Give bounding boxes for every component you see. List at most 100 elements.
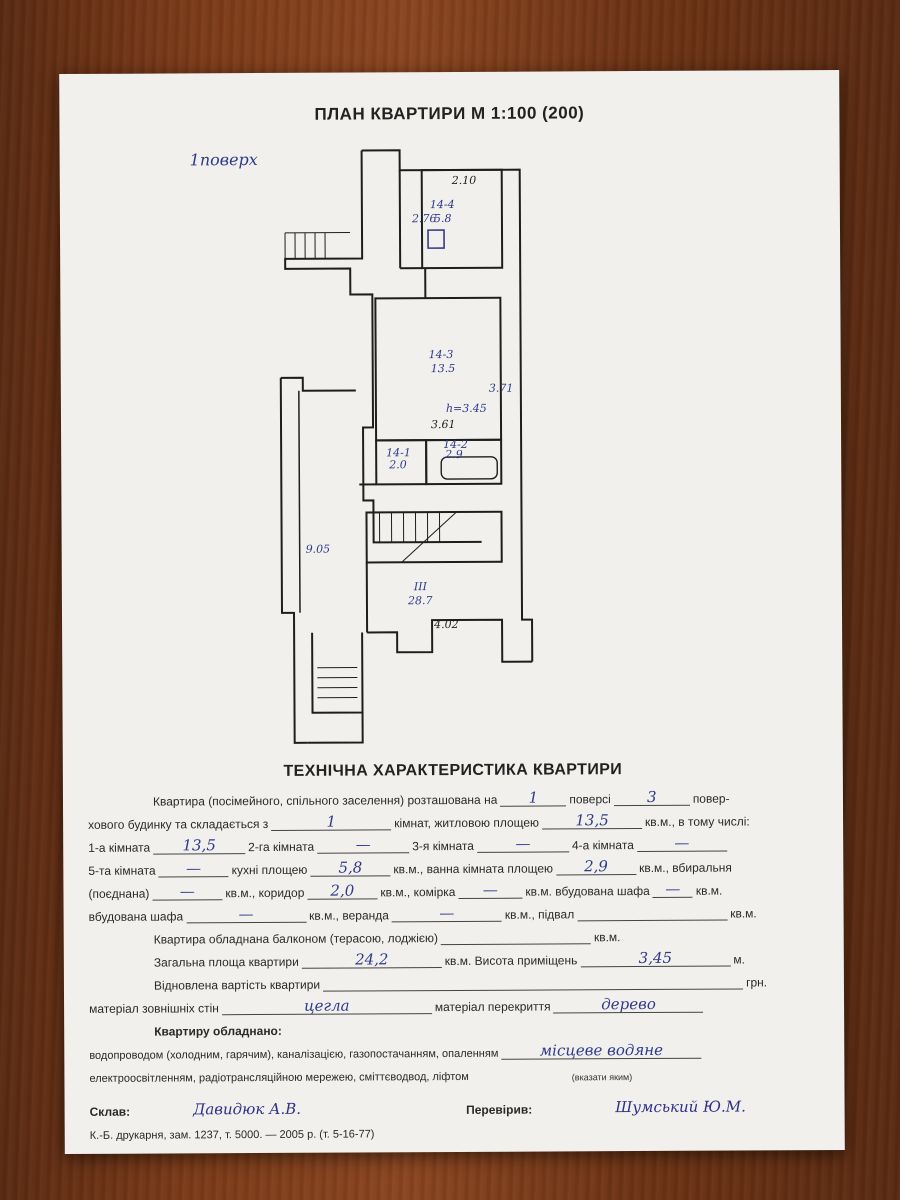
value-floors: 3 [613, 788, 690, 807]
value-room-3: — [476, 835, 569, 853]
signature-checked: Шумський Ю.М. [615, 1097, 746, 1117]
stair-diagonal [401, 511, 457, 563]
value-room-4: — [636, 834, 727, 853]
label-balcony-unit: кв.м. [593, 930, 621, 945]
form-row-cost: Відновлена вартість квартири грн. [86, 966, 822, 993]
bath-number: 14-2 [443, 438, 468, 451]
value-wall-material: цегла [221, 997, 432, 1016]
plan-room-bath-wall [425, 438, 503, 486]
form-row-total: Загальна площа квартири 24,2 кв.м. Висот… [86, 943, 822, 970]
label-room-2: 2-га кімната [248, 839, 315, 855]
value-veranda: — [391, 904, 502, 923]
wc-dim-top: 2.10 [451, 174, 477, 187]
form-row-room-areas: 1-а кімната 13,5 2-га кімната — 3-я кімн… [85, 828, 821, 855]
hall-area: 2.0 [388, 458, 407, 471]
label-compiled: Склав: [89, 1104, 131, 1119]
plan-lower-stair-bottom [307, 712, 364, 744]
label-storey: повер- [692, 791, 730, 806]
value-storage: — [458, 881, 523, 899]
form-row-corridor: (поєднана) — кв.м., коридор 2,0 кв.м., к… [85, 874, 821, 901]
floor-plan-drawing: 1поверх 2.10 2.76 14-4 5.8 14-3 13.5 3.7… [190, 149, 534, 744]
label-room-5: 5-та кімната [88, 863, 156, 878]
label-height-unit: м. [733, 952, 745, 967]
label-combined: (поєднана) [88, 886, 150, 901]
plan-stair-south-wall [367, 618, 533, 663]
room-number: 14-3 [429, 348, 454, 361]
value-room-2: — [317, 835, 410, 854]
value-living-area: 13,5 [541, 811, 643, 830]
label-checked: Перевірив: [466, 1102, 533, 1117]
value-corridor: 2,0 [307, 882, 378, 900]
label-total-area: Загальна площа квартири [153, 954, 299, 970]
stair-dim-bottom: 4.02 [433, 618, 459, 631]
label-wc: кв.м., вбиральня [639, 860, 732, 876]
stair-number: III [413, 580, 428, 593]
plan-wall-wc-west [398, 170, 402, 269]
tech-title: ТЕХНІЧНА ХАРАКТЕРИСТИКА КВАРТИРИ [283, 761, 623, 780]
note-specify: (вказати яким) [571, 1072, 633, 1083]
value-room-1: 13,5 [153, 836, 246, 855]
bath-area: 2.9 [444, 448, 463, 461]
toilet-symbol [427, 229, 445, 249]
room-dim-bottom: 3.61 [431, 418, 456, 431]
printer-imprint: К.-Б. друкарня, зам. 1237, т. 5000. — 20… [89, 1128, 375, 1142]
value-height: 3,45 [580, 949, 731, 968]
hall-number: 14-1 [386, 446, 411, 459]
room-height: h=3.45 [446, 402, 487, 415]
bathtub-symbol [440, 456, 498, 480]
label-cost: Відновлена вартість квартири [153, 977, 321, 993]
label-height: кв.м. Висота приміщень [444, 953, 578, 969]
value-room-5: — [158, 859, 229, 878]
value-closet: — [652, 880, 693, 898]
wc-number: 14-4 [430, 198, 455, 211]
form-row-signatures: Склав: Давидюк А.В. Перевірив: Шумський … [86, 1081, 822, 1119]
value-cost [323, 973, 744, 992]
plan-stair-flight-wall [365, 510, 503, 564]
room-area: 13.5 [431, 362, 456, 375]
label-kitchen: кухні площею [231, 862, 308, 878]
label-floor: поверсі [569, 792, 611, 807]
label-bathroom: кв.м., ванна кімната площею [393, 861, 554, 877]
wc-dim-side: 2.76 [411, 212, 437, 225]
label-cost-unit: грн. [746, 975, 768, 990]
label-including: кв.м., в тому числі: [645, 814, 750, 829]
tech-form: Квартира (посімейного, спільного заселен… [85, 782, 823, 1142]
label-storage: кв.м., комірка [380, 884, 456, 900]
room-dim-side: 3.71 [489, 382, 514, 395]
form-row-kitchen-bath: 5-та кімната — кухні площею 5,8 кв.м., в… [85, 851, 821, 878]
label-building: хового будинку та складається з [88, 816, 269, 832]
label-veranda: кв.м., веранда [309, 908, 389, 923]
label-room-1: 1-а кімната [88, 840, 151, 855]
value-total-area: 24,2 [301, 950, 442, 969]
label-closet-unit: кв.м. [695, 883, 723, 898]
stair-dim-side: 9.05 [306, 543, 331, 556]
value-basement [577, 904, 728, 922]
value-heating: місцеве водяне [501, 1041, 702, 1060]
wc-area: 5.8 [434, 212, 452, 225]
label-wall-material: матеріал зовнішніх стін [89, 1001, 219, 1016]
label-ceiling-material: матеріал перекриття [434, 999, 551, 1015]
floor-note: 1поверх [190, 150, 258, 169]
value-room-count: 1 [271, 813, 392, 831]
form-row-veranda: вбудована шафа — кв.м., веранда — кв.м.,… [86, 897, 822, 924]
paper-sheet: ПЛАН КВАРТИРИ М 1:100 (200) [59, 69, 845, 1155]
plan-wall-inner-west [298, 390, 301, 613]
form-row-location: Квартира (посімейного, спільного заселен… [85, 782, 821, 809]
form-row-rooms: хового будинку та складається з 1 кімнат… [85, 805, 821, 832]
plan-lower-stair-wall [311, 632, 364, 714]
value-wc: — [152, 882, 223, 901]
value-ceiling-material: дерево [553, 995, 704, 1014]
label-electric: електроосвітленням, радіотрансляційною м… [89, 1070, 469, 1085]
plan-wall-east [361, 149, 534, 662]
label-room-3: 3-я кімната [412, 838, 474, 854]
label-basement-unit: кв.м. [730, 906, 757, 921]
stair-area: 28.7 [407, 594, 433, 607]
value-bathroom: 2,9 [556, 857, 637, 876]
label-basement: кв.м., підвал [504, 907, 575, 922]
plan-room-wc-wall [420, 168, 504, 270]
plan-wall-west-lower [279, 377, 308, 744]
label-living-area: кімнат, житловою площею [394, 815, 540, 831]
value-floor: 1 [500, 789, 567, 807]
signature-compiled: Давидюк А.В. [193, 1099, 302, 1119]
value-balcony [440, 928, 591, 946]
